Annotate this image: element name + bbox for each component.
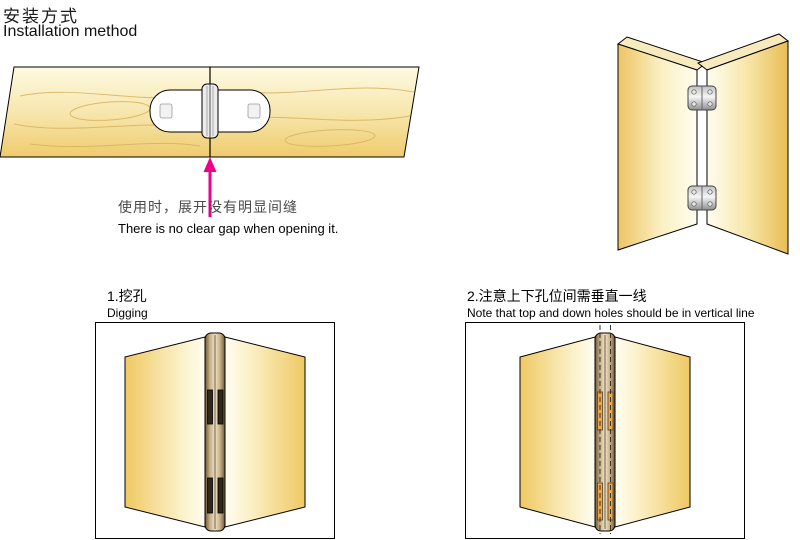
page-title-zh: 安装方式: [3, 7, 79, 26]
left-panel: [617, 43, 698, 251]
digging-diagram: [124, 332, 306, 532]
step2-label-en: Note that top and down holes should be i…: [467, 306, 755, 321]
hinge-top: [687, 85, 717, 111]
hinge-mortise-slot: [217, 477, 224, 514]
step1-label: 1.挖孔 Digging: [107, 288, 148, 321]
corner-panels-diagram: [616, 33, 790, 255]
step1-label-zh: 1.挖孔: [107, 288, 147, 304]
hinge-bottom: [687, 185, 717, 211]
step2-label: 2.注意上下孔位间需垂直一线 Note that top and down ho…: [467, 288, 755, 321]
gap-note: 使用时，展开没有明显间缝 There is no clear gap when …: [118, 197, 338, 236]
alignment-diagram: [519, 325, 691, 534]
plank-diagram: [0, 66, 420, 158]
hinge-mortise-slot: [207, 477, 213, 514]
step2-figure-box: [465, 322, 745, 539]
step1-figure-box: [95, 322, 335, 539]
gap-arrow: [203, 157, 217, 217]
hinge-screw-slot-left: [159, 103, 173, 119]
right-panel: [706, 40, 789, 255]
hinge-mortise-slot: [207, 389, 213, 425]
hinge-screw-slot-right: [247, 103, 261, 119]
hinge-front-view: [149, 83, 271, 139]
left-panel: [519, 336, 596, 528]
hinge-mortise-slot: [217, 389, 224, 425]
right-panel: [224, 336, 306, 528]
page-title-en: Installation method: [3, 23, 138, 40]
step2-label-zh: 2.注意上下孔位间需垂直一线: [467, 288, 647, 304]
gap-note-zh: 使用时，展开没有明显间缝: [118, 199, 298, 215]
step1-label-en: Digging: [107, 306, 148, 321]
left-panel: [124, 336, 206, 528]
gap-note-en: There is no clear gap when opening it.: [118, 221, 339, 236]
right-panel: [614, 336, 691, 528]
